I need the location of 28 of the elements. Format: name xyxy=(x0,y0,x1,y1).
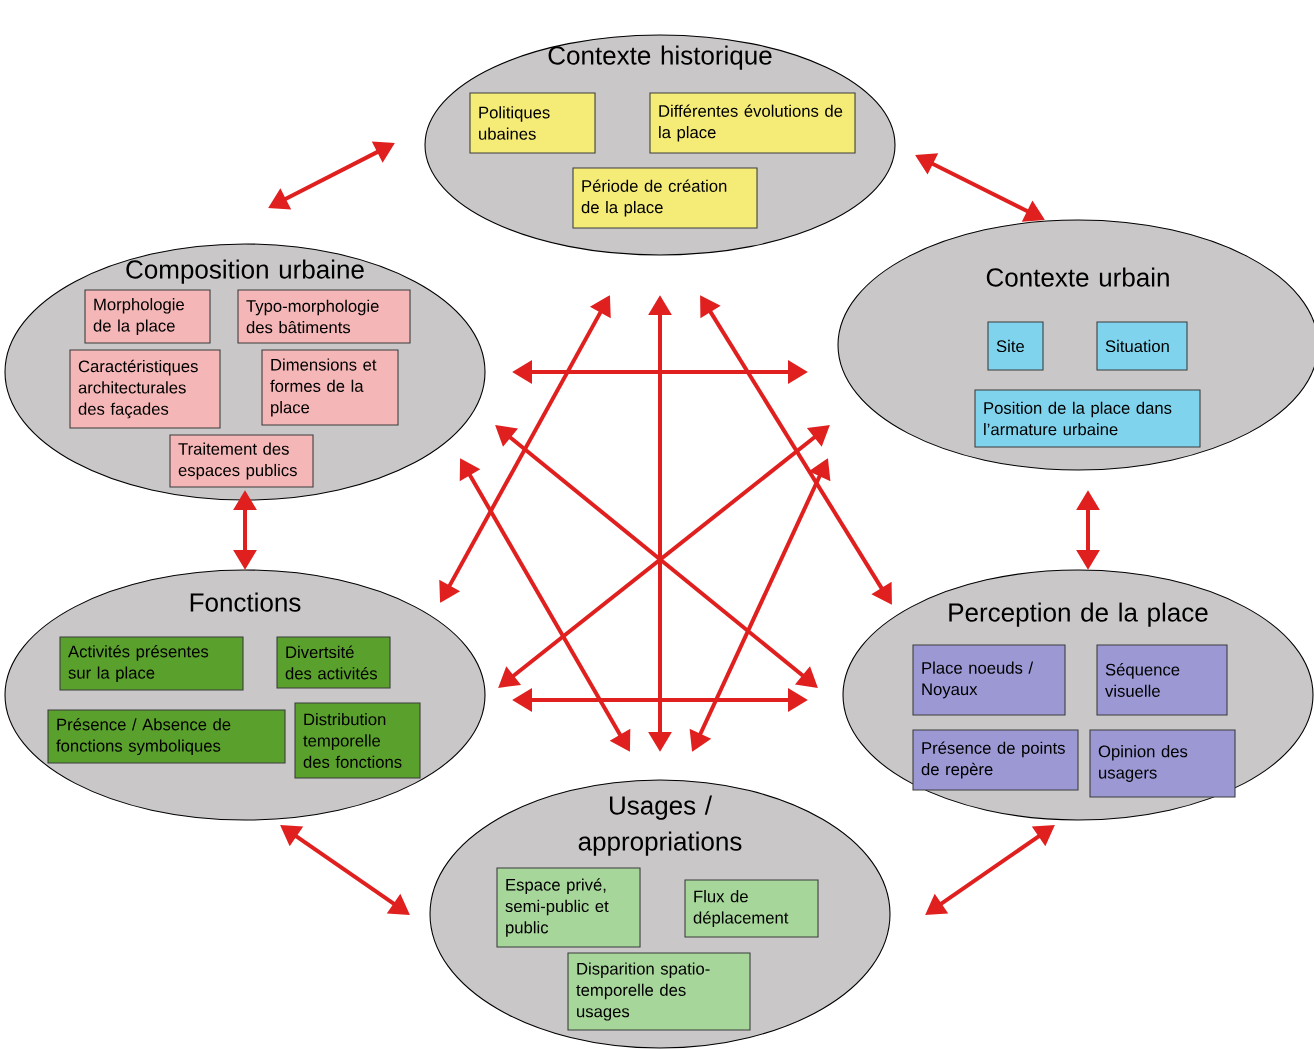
title: Contexte historique xyxy=(548,45,772,70)
text-box: Espace privé, semi-public et public xyxy=(496,867,641,948)
text-box: Différentes évolutions de la place xyxy=(649,92,856,154)
text-box: Traitement des espaces publics xyxy=(169,434,314,488)
text-box: Disparition spatio-temporelle des usages xyxy=(567,952,751,1031)
text-box: Présence / Absence de fonctions symboliques xyxy=(47,709,286,764)
text-box: Position de la place dans l’armature urbaine xyxy=(974,389,1201,448)
text-box: Typo-morphologie des bâtiments xyxy=(237,289,411,344)
text-box: Site xyxy=(987,321,1044,371)
text-box: Caractéristiques architecturales des façades xyxy=(69,349,221,429)
text-box: Séquence visuelle xyxy=(1096,644,1228,716)
text-box: Dimensions et formes de la place xyxy=(261,349,399,426)
text-box: Flux de déplacement xyxy=(684,879,819,938)
text-box: Morphologie de la place xyxy=(84,289,211,344)
text-box: Place noeuds / Noyaux xyxy=(912,644,1066,716)
text-box: Période de création de la place xyxy=(572,167,758,229)
title: Usages / appropriations xyxy=(578,795,742,856)
title: Contexte urbain xyxy=(986,267,1169,287)
text-box: Activités présentes sur la place xyxy=(59,636,244,691)
text-box: Opinion des usagers xyxy=(1089,729,1236,798)
text-box: Situation xyxy=(1096,321,1188,371)
title: Composition urbaine xyxy=(126,259,364,284)
text-box: Politiques ubaines xyxy=(469,92,596,154)
title: Perception de la place xyxy=(949,602,1208,627)
text-box: Distribution temporelle des fonctions xyxy=(294,702,421,779)
text-box: Présence de points de repère xyxy=(912,729,1079,791)
text-box: Divertsité des activités xyxy=(276,636,391,689)
title: Fonctions xyxy=(190,592,301,612)
